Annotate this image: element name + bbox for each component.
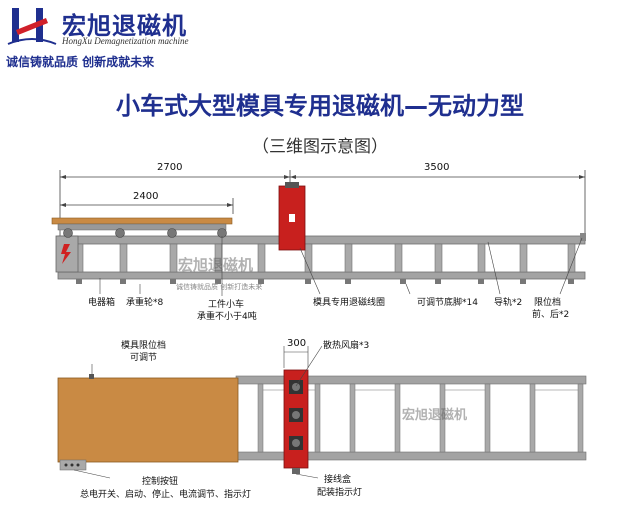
watermark-sub: 诚信铸就品质 创新打造未来 [176, 283, 263, 291]
dim-2400: 2400 [133, 191, 159, 202]
label-mold-stop-1: 模具限位档 [121, 341, 167, 351]
watermark: 宏旭退磁机 [178, 254, 253, 275]
label-guide-rail: 导轨*2 [494, 298, 523, 308]
control-box [59, 459, 87, 471]
label-control-2: 总电开关、启动、停止、电流调节、指示灯 [80, 490, 252, 500]
label-control-1: 控制按钮 [142, 477, 179, 487]
label-coil: 模具专用退磁线圈 [313, 298, 386, 308]
logo [6, 4, 58, 50]
mold-workpiece [57, 377, 239, 463]
mold-stop [89, 374, 94, 379]
brand-english-name: HongXu Demagnetization machine [62, 36, 189, 46]
watermark-top-text: 宏旭退磁机 [402, 408, 468, 423]
label-mold-stop-2: 可调节 [130, 353, 158, 363]
electric-box [55, 235, 79, 273]
demag-coil [278, 182, 306, 251]
label-stop-1: 限位档 [534, 298, 562, 308]
label-fan: 散热风扇*3 [323, 341, 370, 351]
dim-3500: 3500 [424, 162, 450, 173]
top-frame [235, 375, 587, 461]
label-adjust-feet: 可调节底脚*14 [417, 298, 478, 308]
watermark-top: 宏旭退磁机 [402, 404, 467, 423]
page-subtitle: （三维图示意图） [252, 137, 388, 157]
front-leaders [99, 236, 583, 296]
label-bearing-wheel: 承重轮*8 [126, 298, 164, 308]
dimension-arrows [60, 175, 585, 207]
slogan: 诚信铸就品质 创新成就未来 [6, 55, 155, 69]
front-frame [57, 233, 586, 284]
page-title: 小车式大型模具专用退磁机—无动力型 [116, 92, 524, 120]
label-cart-2: 承重不小于4吨 [197, 312, 257, 322]
logo-mark-icon [7, 8, 57, 45]
coil-top [283, 369, 309, 474]
brand-name: 宏旭退磁机 [62, 12, 187, 40]
label-cart-1: 工件小车 [208, 300, 245, 310]
dim-2700: 2700 [157, 162, 183, 173]
label-electric-box: 电器箱 [88, 298, 116, 308]
watermark-text: 宏旭退磁机 [178, 256, 254, 274]
label-junction-1: 接线盒 [324, 475, 352, 485]
dim-300: 300 [287, 338, 307, 349]
work-cart [51, 217, 233, 238]
label-stop-2: 前、后*2 [532, 310, 570, 320]
label-junction-2: 配装指示灯 [317, 488, 363, 498]
